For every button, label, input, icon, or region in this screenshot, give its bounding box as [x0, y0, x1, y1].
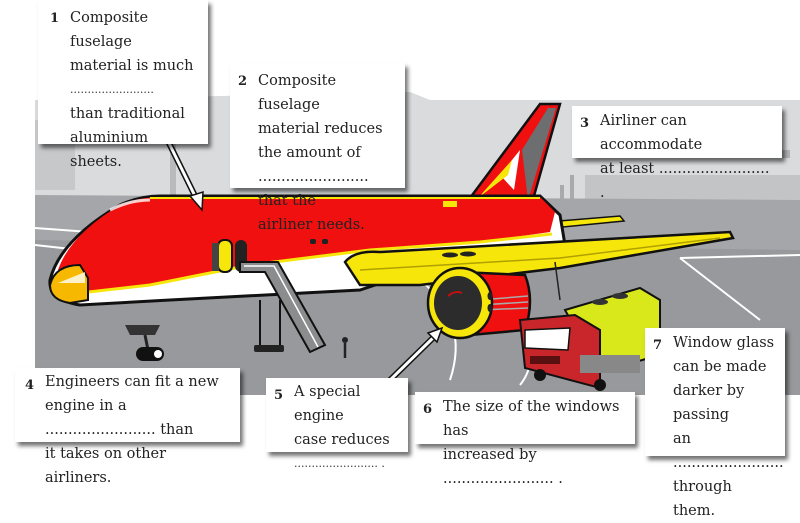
- boarding-stairs: [239, 261, 348, 358]
- callout-text: airliner needs.: [258, 217, 365, 233]
- answer-blank-line[interactable]: engine in a ........................ tha…: [45, 398, 194, 438]
- callout-2: 2 Composite fuselage material reduces th…: [230, 63, 405, 233]
- callout-7: 7 Window glass can be made darker by pas…: [645, 328, 785, 519]
- answer-blank-line[interactable]: an ........................: [673, 431, 784, 471]
- callout-number: 7: [653, 338, 663, 353]
- answer-blank[interactable]: ........................: [70, 83, 154, 96]
- callout-text: material reduces: [258, 121, 383, 137]
- callout-text: darker by passing: [673, 383, 745, 423]
- callout-5: 5 A special engine case reduces ........…: [266, 378, 408, 470]
- callout-text: through them.: [673, 479, 732, 519]
- main-wing: [343, 230, 735, 301]
- airliner-illustration: [34, 92, 800, 395]
- callout-number: 1: [50, 11, 60, 26]
- callout-text: The size of the windows has: [443, 399, 620, 439]
- callout-text: Engineers can fit a new: [45, 374, 219, 390]
- callout-text: can be made: [673, 359, 767, 375]
- answer-blank[interactable]: ........................ .: [294, 457, 385, 470]
- callout-6: 6 The size of the windows has increased …: [415, 392, 635, 487]
- callout-text: aluminium sheets.: [70, 130, 149, 170]
- callout-text: material is much: [70, 58, 194, 74]
- callout-1: 1 Composite fuselage material is much ..…: [38, 0, 208, 170]
- callout-text: Composite fuselage: [70, 10, 149, 50]
- callout-text: Composite fuselage: [258, 73, 337, 113]
- callout-text: than traditional: [70, 106, 185, 122]
- callout-text: A special engine: [294, 384, 361, 424]
- jet-engine: [426, 266, 532, 340]
- callout-number: 2: [238, 74, 248, 89]
- fuselage: [48, 194, 567, 307]
- callout-number: 4: [25, 378, 35, 393]
- callout-text: case reduces: [294, 432, 390, 448]
- nose-landing-gear: [125, 325, 164, 361]
- tail-fin: [467, 102, 562, 212]
- answer-blank-line[interactable]: increased by ........................ .: [443, 447, 563, 487]
- callout-text: it takes on other airliners.: [45, 446, 167, 486]
- callout-text: Airliner can accommodate: [600, 113, 703, 153]
- callout-number: 3: [580, 116, 590, 131]
- callout-text: Window glass: [673, 335, 775, 351]
- pointer-arrows: [162, 133, 444, 388]
- callout-4: 4 Engineers can fit a new engine in a ..…: [15, 368, 240, 486]
- callout-text: the amount of: [258, 145, 361, 161]
- callout-number: 5: [274, 388, 284, 403]
- answer-blank-line[interactable]: ........................ that the: [258, 169, 369, 209]
- fuel-truck: [518, 286, 661, 391]
- answer-blank-line[interactable]: at least ........................ .: [600, 161, 770, 201]
- callout-3: 3 Airliner can accommodate at least ....…: [572, 106, 782, 201]
- callout-number: 6: [423, 402, 433, 417]
